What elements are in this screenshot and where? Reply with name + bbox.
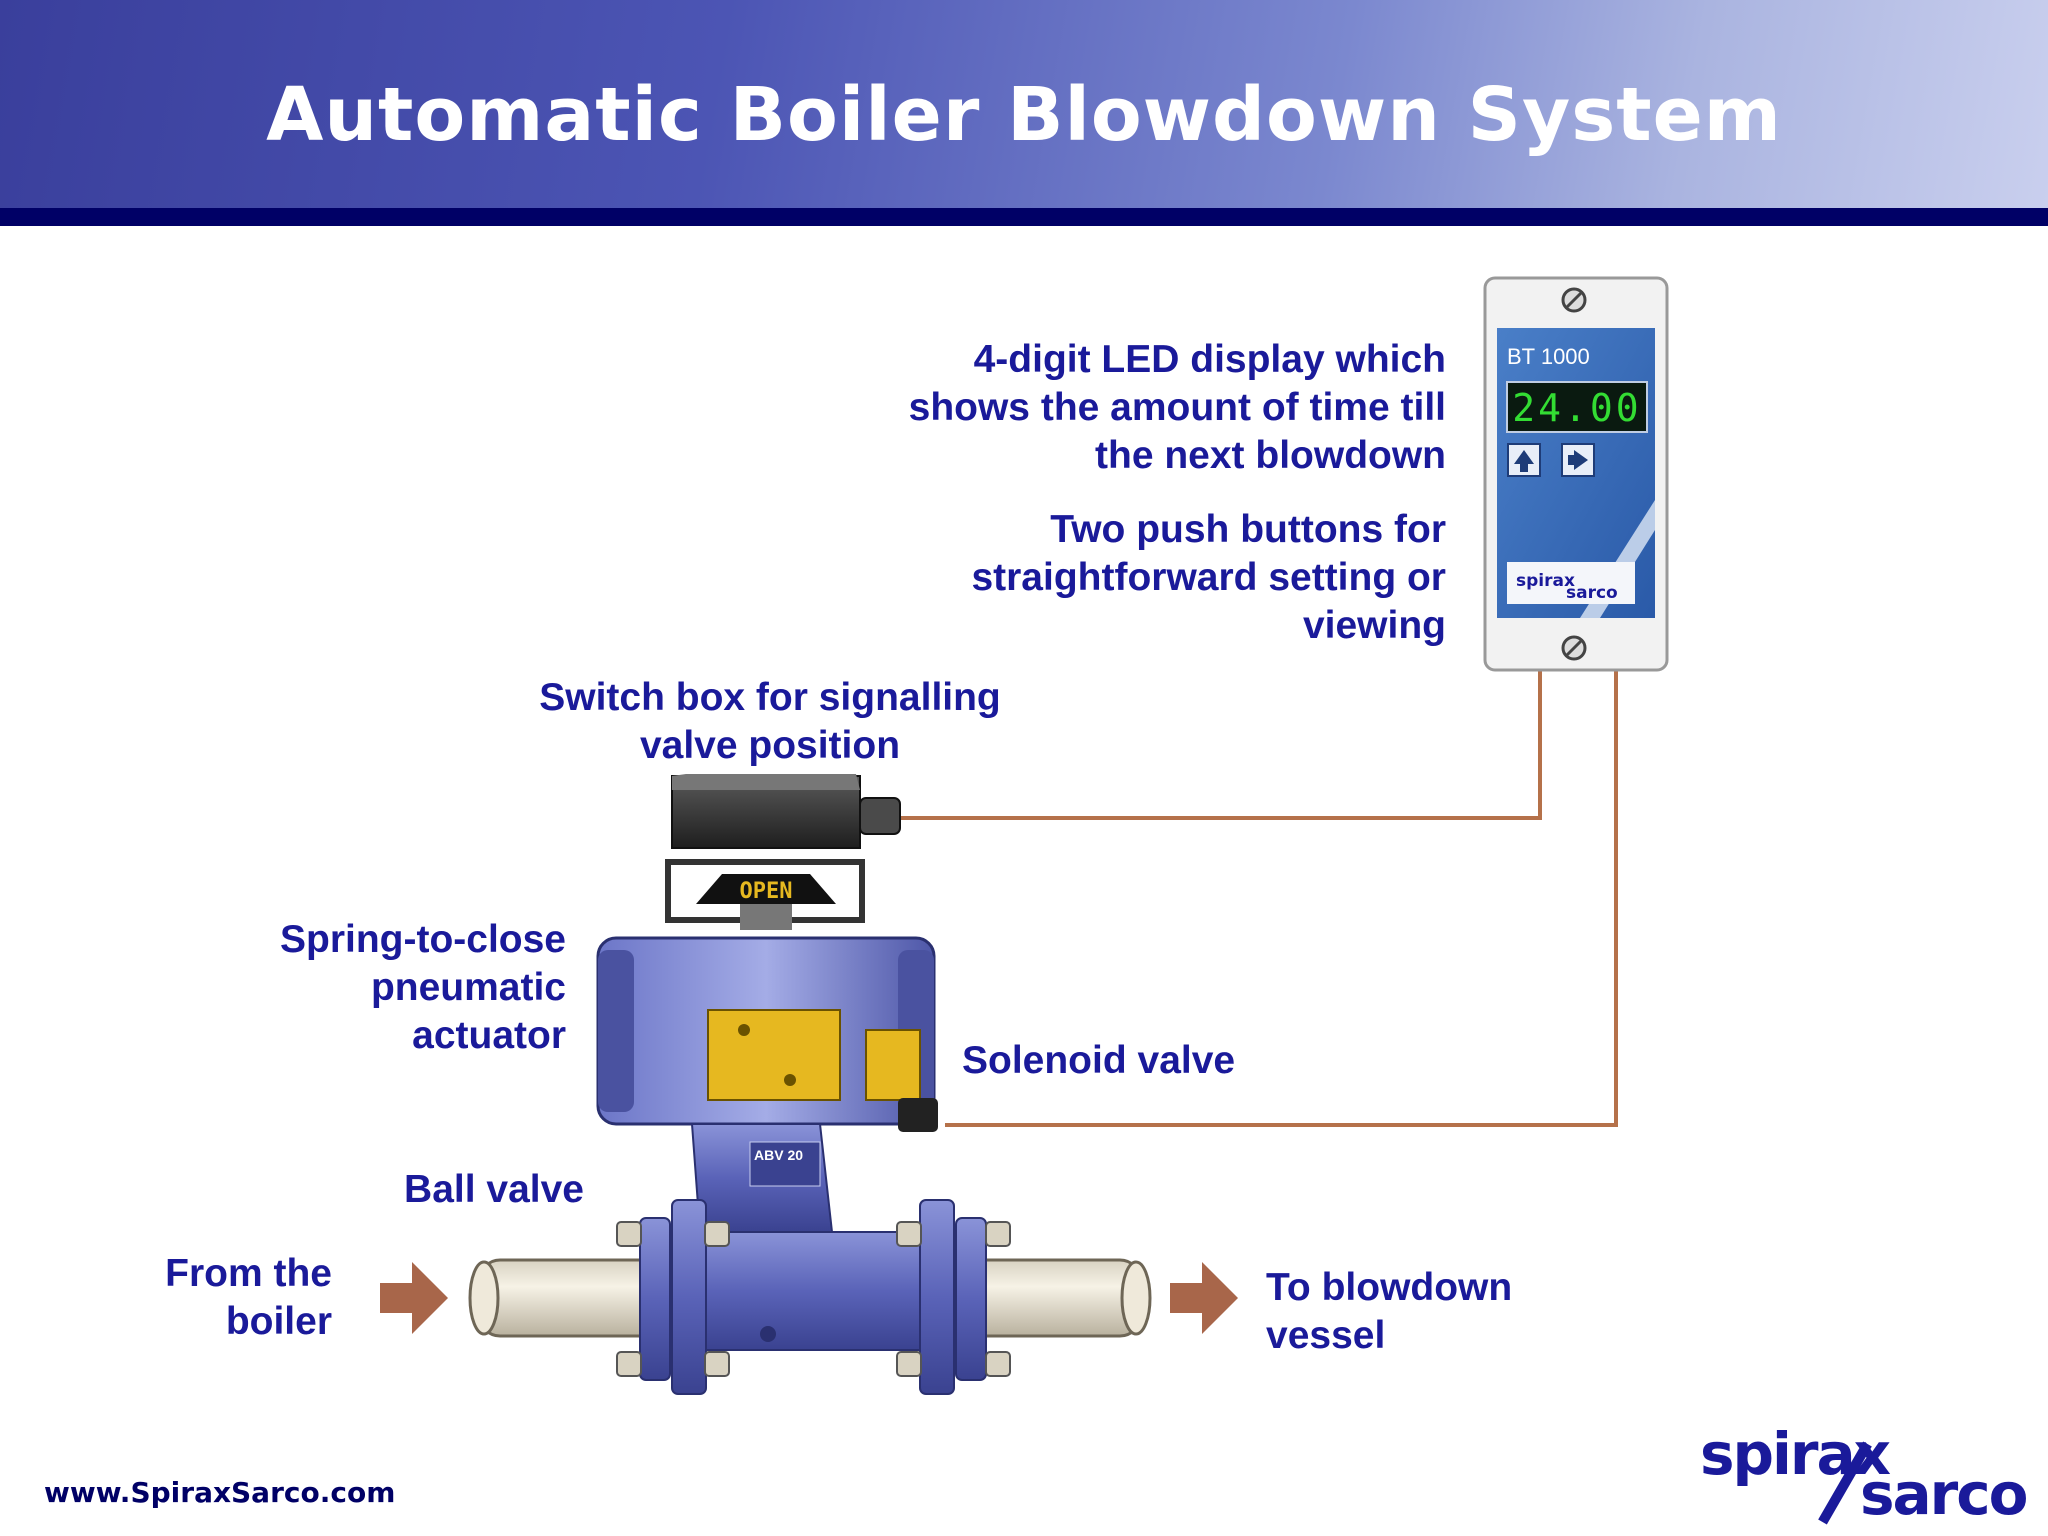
inflow-arrow-icon bbox=[380, 1262, 448, 1334]
solenoid-valve bbox=[865, 1029, 921, 1101]
header-banner bbox=[0, 0, 2048, 208]
switch-box: OPEN bbox=[665, 774, 901, 930]
header-divider bbox=[0, 208, 2048, 226]
controller-logo bbox=[1507, 562, 1635, 604]
solenoid-label: Solenoid valve bbox=[962, 1039, 1236, 1082]
company-logo: spirax sarco bbox=[1690, 1420, 2028, 1530]
logo-text-bottom: sarco bbox=[1860, 1460, 2028, 1528]
footer-url[interactable]: www.SpiraxSarco.com bbox=[44, 1476, 396, 1509]
valve-plate-model: ABV 20 bbox=[754, 1147, 803, 1163]
to-vessel-label: To blowdown vessel bbox=[1266, 1266, 1513, 1357]
page-title: Automatic Boiler Blowdown System bbox=[266, 72, 1782, 158]
bt1000-controller: BT 1000 24.00 spirax sarco bbox=[1483, 276, 1669, 672]
outflow-arrow-icon bbox=[1170, 1262, 1238, 1334]
led-readout: 24.00 bbox=[1512, 386, 1641, 430]
signal-wires bbox=[898, 670, 1618, 1127]
pneumatic-actuator bbox=[596, 936, 938, 1132]
from-boiler-label: From the boiler bbox=[165, 1252, 332, 1343]
actuator-label: Spring-to-close pneumatic actuator bbox=[279, 918, 566, 1057]
up-arrow-icon bbox=[1514, 450, 1534, 472]
ball-valve bbox=[616, 1199, 1011, 1395]
open-indicator: OPEN bbox=[740, 879, 793, 904]
led-display-label: 4-digit LED display which shows the amou… bbox=[908, 338, 1446, 477]
push-buttons-label: Two push buttons for straightforward set… bbox=[971, 508, 1446, 647]
right-arrow-icon bbox=[1568, 450, 1588, 470]
switch-box-label: Switch box for signalling valve position bbox=[539, 676, 1001, 767]
ball-valve-label: Ball valve bbox=[404, 1168, 584, 1211]
valve-neck: ABV 20 bbox=[690, 1123, 834, 1233]
controller-logo-bottom: sarco bbox=[1566, 583, 1618, 603]
led-display bbox=[1506, 381, 1648, 433]
controller-logo-top: spirax bbox=[1516, 571, 1575, 591]
controller-model: BT 1000 bbox=[1507, 344, 1590, 369]
